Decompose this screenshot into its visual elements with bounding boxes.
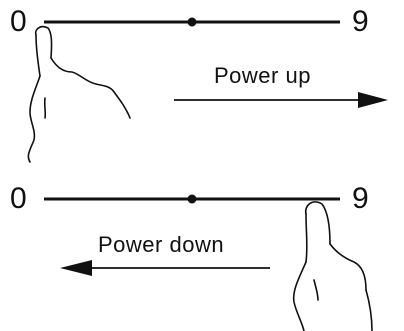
bottom-min-value: 0 xyxy=(10,182,27,215)
bottom-max-value: 9 xyxy=(352,182,369,215)
bottom-finger-hand-icon xyxy=(292,201,373,331)
bottom-arrow-left-icon xyxy=(60,260,270,276)
top-caption-power-up: Power up xyxy=(214,63,311,88)
bottom-slider-knob-icon xyxy=(187,194,197,204)
top-slider xyxy=(44,17,340,27)
bottom-caption-power-down: Power down xyxy=(98,232,225,257)
top-slider-knob-icon xyxy=(187,17,197,27)
top-arrow-right-icon xyxy=(174,92,388,108)
top-finger-hand-icon xyxy=(27,25,131,163)
top-max-value: 9 xyxy=(352,5,369,38)
top-min-value: 0 xyxy=(10,5,27,38)
bottom-slider xyxy=(44,194,340,204)
